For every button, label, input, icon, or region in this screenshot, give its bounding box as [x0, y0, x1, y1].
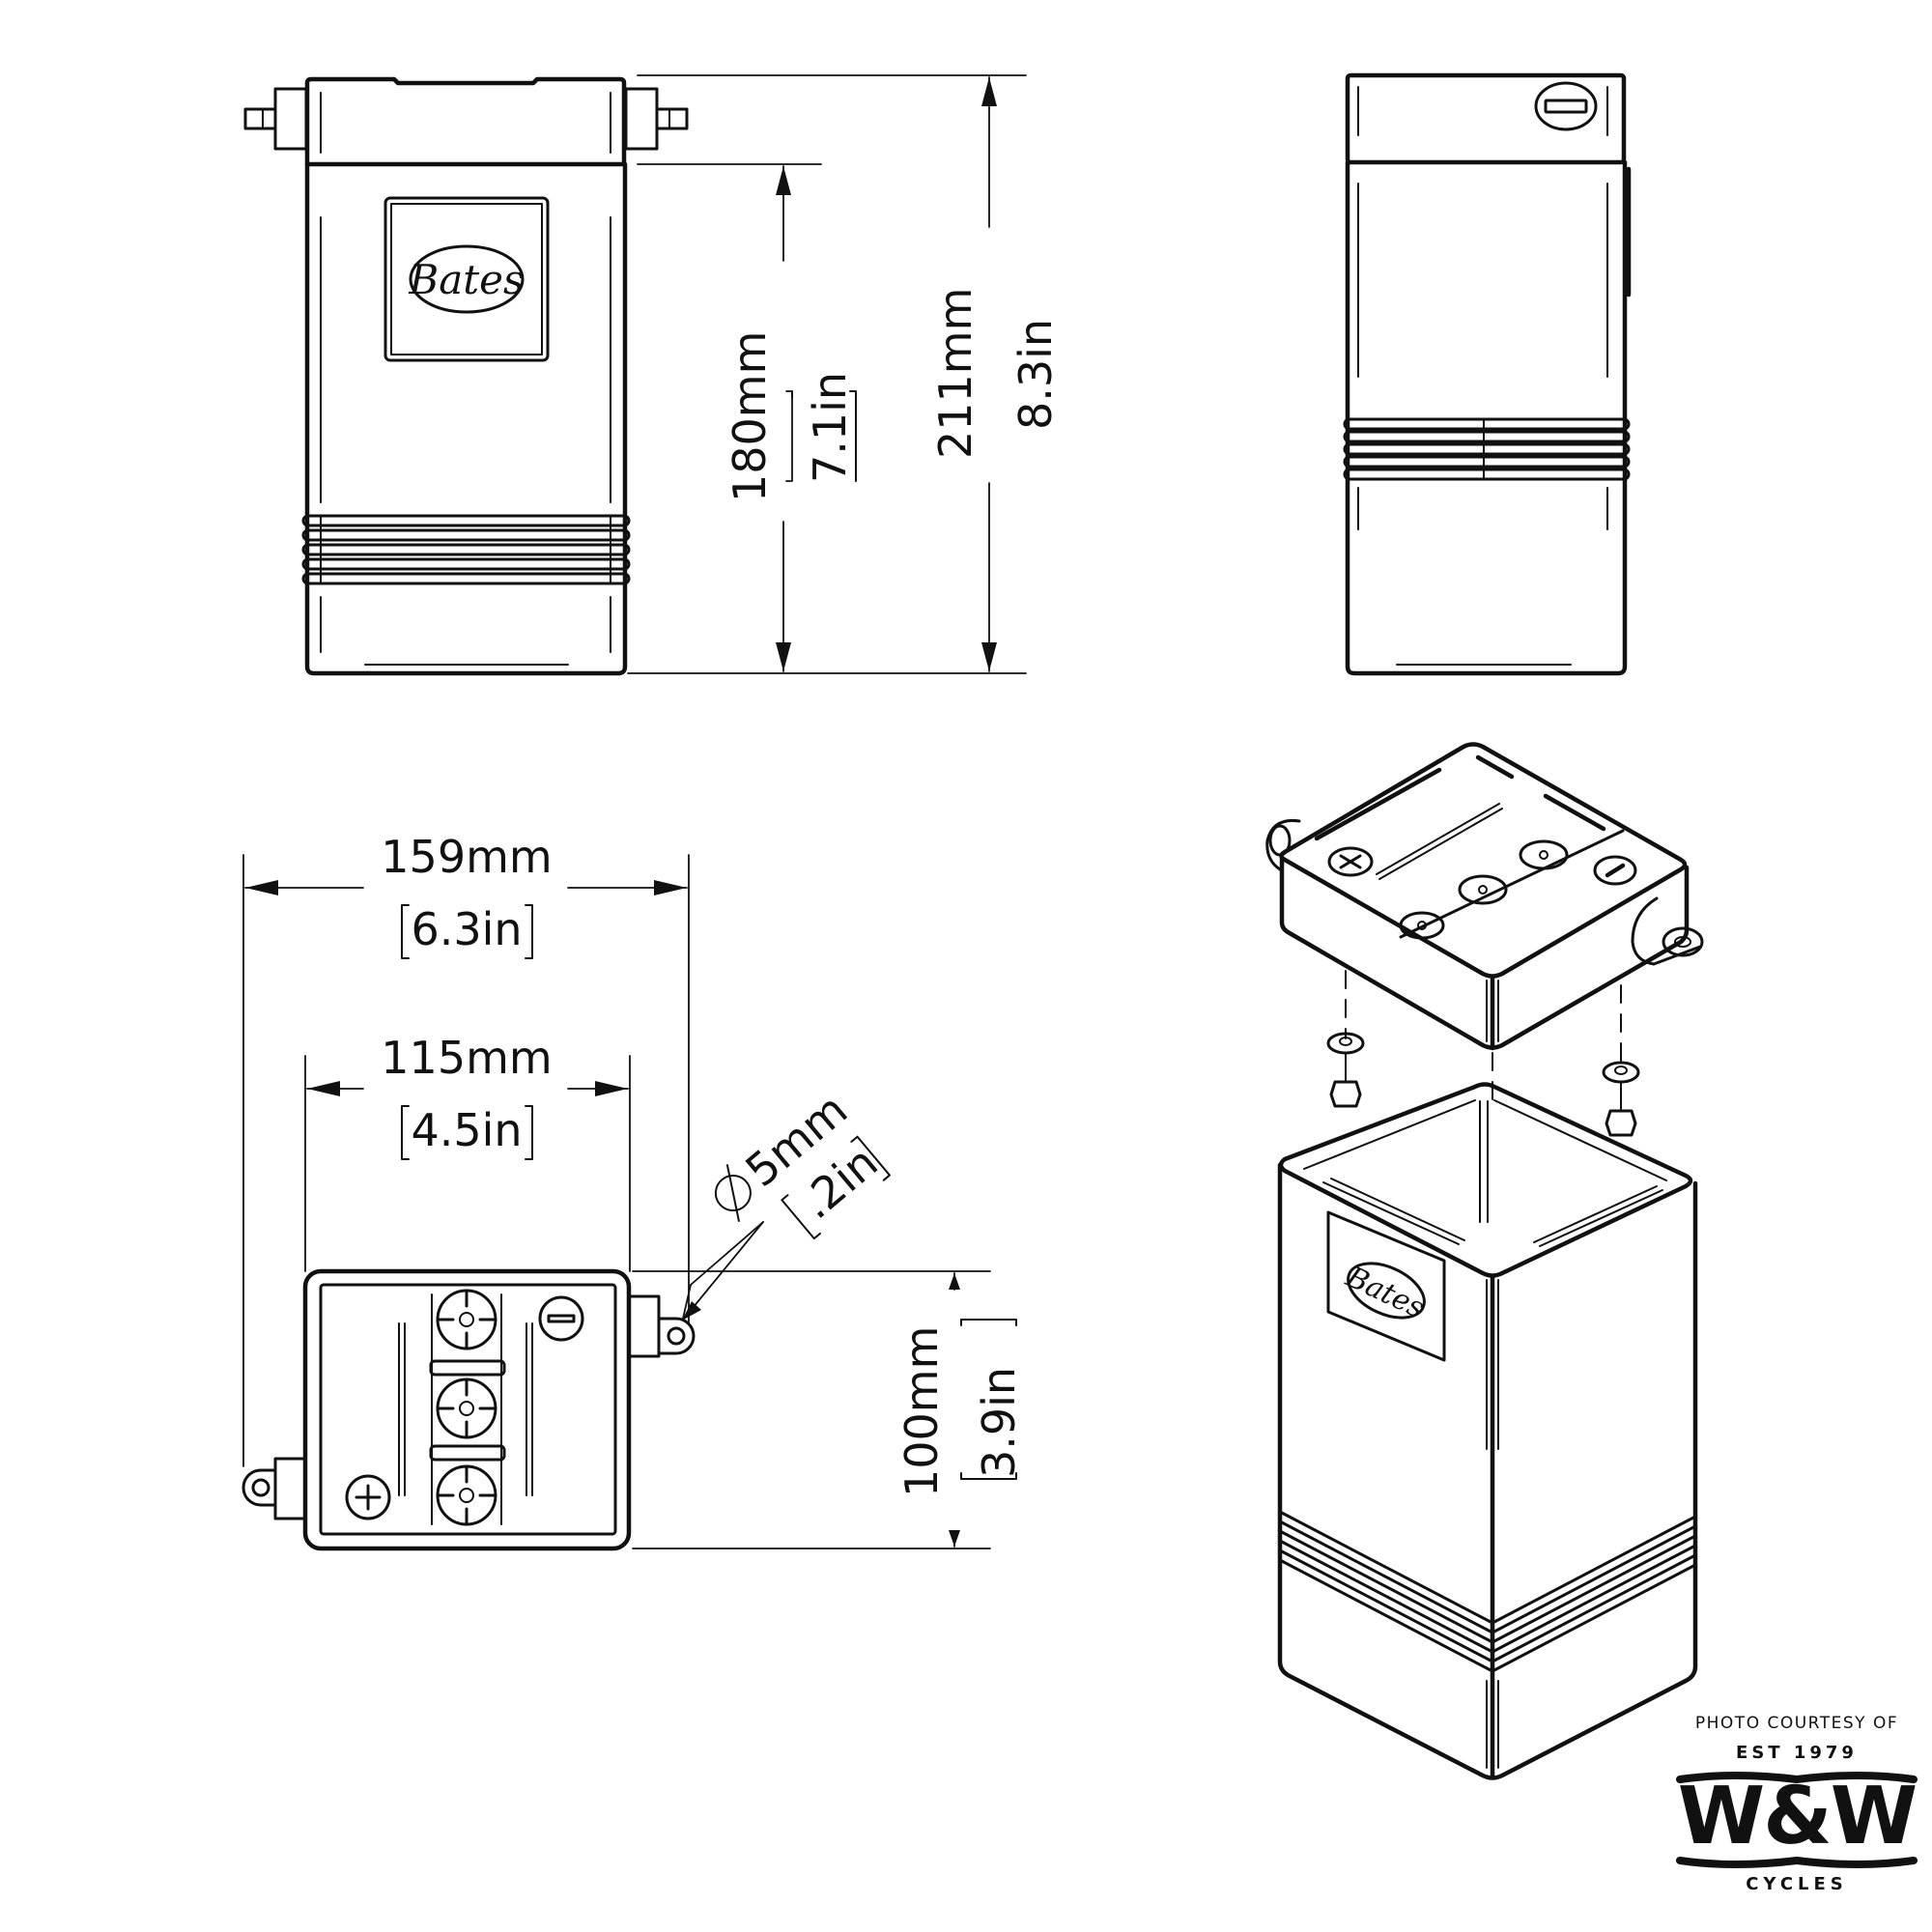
width-dimensions [242, 854, 991, 1549]
positive-terminal-icon [1327, 846, 1374, 877]
exploded-isometric-view: Bates [1265, 742, 1704, 1780]
credit-est: EST 1979 [1736, 1743, 1858, 1763]
credit-line: PHOTO COURTESY OF [1694, 1714, 1899, 1733]
hole-diameter-label: 5mm .2in [714, 1083, 891, 1240]
side-view [1343, 72, 1632, 676]
wave-top-icon [1676, 1772, 1918, 1784]
positive-terminal-icon [345, 1474, 391, 1520]
dim-180-in: 7.1in [804, 372, 856, 483]
front-view: Bates [243, 76, 689, 676]
wave-bottom-icon [1676, 1856, 1918, 1868]
dim-211-in: 8.3in [1009, 319, 1062, 430]
brand-sub: CYCLES [1746, 1874, 1848, 1894]
brand-mark: W&W [1677, 1771, 1918, 1862]
cell-caps [429, 1289, 506, 1526]
dim-115-in: 4.5in [411, 1104, 522, 1156]
dim-159-mm: 159mm [381, 831, 552, 883]
negative-terminal-icon [538, 1295, 584, 1342]
negative-terminal-icon [1593, 855, 1637, 886]
dim-159-in: 6.3in [411, 903, 522, 955]
dim-180-mm: 180mm [724, 331, 776, 502]
top-view [242, 1268, 696, 1551]
dim-100-mm: 100mm [895, 1326, 948, 1497]
negative-terminal-icon [1534, 81, 1598, 131]
dim-100-in: 3.9in [973, 1367, 1025, 1478]
brand-logo: Bates [408, 256, 524, 303]
dim-211-mm: 211mm [929, 288, 981, 459]
height-dimensions [627, 74, 1027, 674]
dim-115-mm: 115mm [381, 1032, 552, 1084]
